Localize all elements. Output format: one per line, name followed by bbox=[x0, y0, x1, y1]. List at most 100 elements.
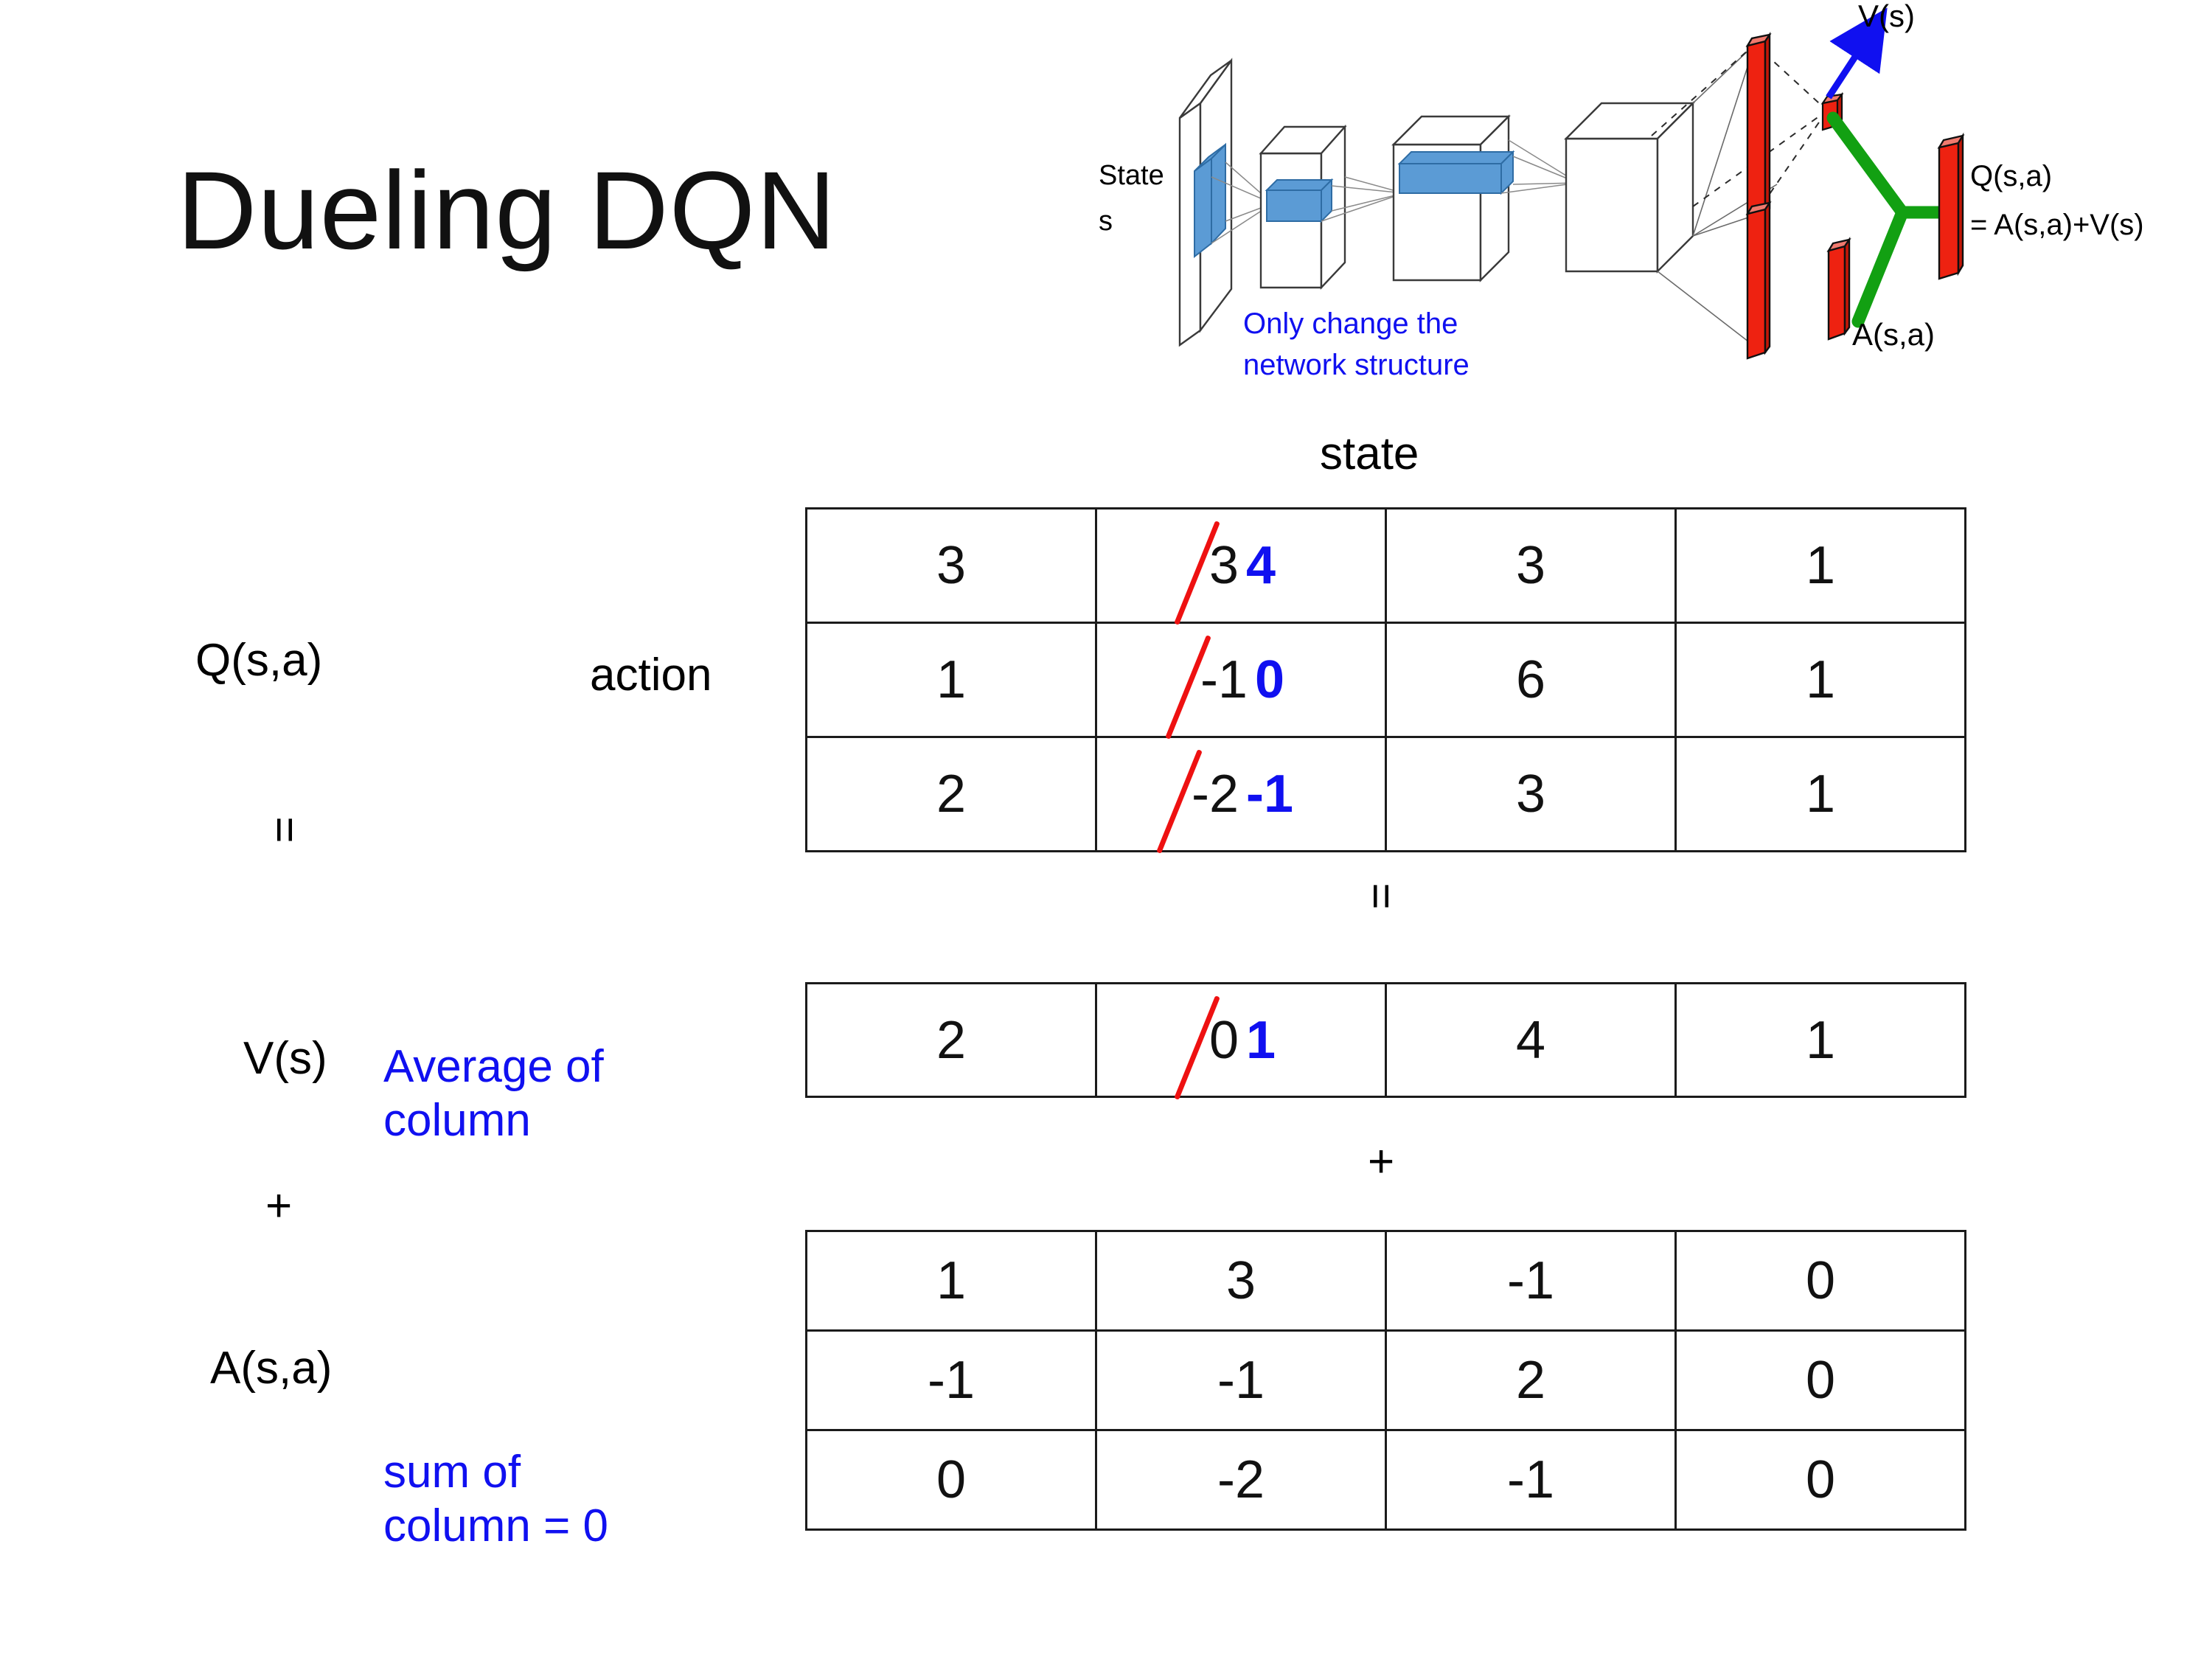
cell-value: 0 bbox=[1805, 1351, 1836, 1410]
cell-value: 2 bbox=[936, 765, 967, 824]
label-v-function: V(s) bbox=[243, 1033, 327, 1084]
conv-feature-2-shape bbox=[1397, 150, 1515, 195]
cell-value: 1 bbox=[936, 1251, 967, 1310]
conv-block-3-shape bbox=[1564, 101, 1695, 274]
operator-plus-left: + bbox=[265, 1180, 293, 1231]
input-plane-shape bbox=[1178, 58, 1233, 347]
table-cell: 3 bbox=[1385, 736, 1677, 852]
cell-value: 0 bbox=[1805, 1251, 1836, 1310]
note-average-of-column: Average of column bbox=[383, 1040, 604, 1147]
table-cell: -2 bbox=[1095, 1429, 1387, 1531]
old-value-struck: 0 bbox=[1206, 1010, 1242, 1071]
conv-feature-1-shape bbox=[1265, 178, 1334, 223]
cell-value: 2 bbox=[936, 1010, 967, 1070]
operator-equals-left: = bbox=[259, 816, 310, 844]
cell-value: 1 bbox=[1805, 536, 1836, 595]
axis-label-action: action bbox=[590, 650, 712, 700]
value-stream-bar-shape bbox=[1745, 32, 1772, 221]
cell-value: 1 bbox=[936, 650, 967, 709]
cell-value: 1 bbox=[1805, 765, 1836, 824]
table-cell: 4 bbox=[1385, 982, 1677, 1098]
table-cell: 3 bbox=[1095, 1230, 1387, 1332]
table-cell: 1 bbox=[1674, 622, 1966, 738]
cell-value: 0 bbox=[1805, 1450, 1836, 1509]
table-cell: -1 bbox=[1385, 1230, 1677, 1332]
new-value: 1 bbox=[1246, 1010, 1276, 1070]
cell-value: -1 bbox=[927, 1351, 975, 1410]
input-patch-shape bbox=[1194, 142, 1226, 259]
cell-value: -1 bbox=[1217, 1351, 1265, 1410]
merge-green-lines bbox=[1826, 111, 1961, 328]
table-cell: -1 bbox=[1385, 1429, 1677, 1531]
cell-value: 3 bbox=[1225, 1251, 1256, 1310]
dueling-network-diagram: State s Only change the network structur… bbox=[1091, 0, 2212, 413]
note-average-line2: column bbox=[383, 1095, 531, 1147]
operator-plus-mid: + bbox=[1368, 1136, 1395, 1187]
only-change-note-line1: Only change the bbox=[1243, 307, 1458, 340]
table-cell: 1 bbox=[1674, 507, 1966, 624]
table-cell: -2-1 bbox=[1095, 736, 1387, 852]
conv-block-2-shape bbox=[1391, 114, 1511, 282]
label-a-function: A(s,a) bbox=[210, 1343, 333, 1394]
state-caption-line1: State bbox=[1099, 160, 1164, 191]
table-row: 1 3 -1 0 bbox=[805, 1230, 1966, 1332]
v-output-caption: V(s) bbox=[1858, 0, 1915, 33]
table-row: 2 -2-1 3 1 bbox=[805, 736, 1966, 852]
state-caption-line2: s bbox=[1099, 206, 1113, 237]
table-cell: 0 bbox=[1674, 1230, 1966, 1332]
q-output-caption-line1: Q(s,a) bbox=[1970, 160, 2052, 192]
a-output-caption: A(s,a) bbox=[1852, 317, 1935, 352]
note-average-line1: Average of bbox=[383, 1041, 604, 1092]
table-cell: 1 bbox=[805, 622, 1097, 738]
cell-value: 3 bbox=[936, 536, 967, 595]
cell-value: -2 bbox=[1217, 1450, 1265, 1509]
table-cell: 6 bbox=[1385, 622, 1677, 738]
edited-cell: -2-1 bbox=[1189, 764, 1293, 824]
note-sum-line2: column = 0 bbox=[383, 1500, 609, 1552]
table-cell: 1 bbox=[1674, 982, 1966, 1098]
old-value-struck: -2 bbox=[1189, 764, 1242, 824]
note-sum-of-column: sum of column = 0 bbox=[383, 1445, 608, 1553]
table-cell: -1 bbox=[1095, 1329, 1387, 1431]
table-cell: 2 bbox=[805, 736, 1097, 852]
cell-value: -1 bbox=[1506, 1251, 1555, 1310]
table-cell: 0 bbox=[1674, 1429, 1966, 1531]
value-arrow bbox=[1826, 7, 1888, 100]
axis-label-state: state bbox=[1320, 428, 1419, 479]
cell-value: 1 bbox=[1805, 1010, 1836, 1070]
only-change-note-line2: network structure bbox=[1243, 349, 1470, 381]
table-cell: 3 bbox=[1385, 507, 1677, 624]
cell-value: -1 bbox=[1506, 1450, 1555, 1509]
cell-value: 3 bbox=[1515, 536, 1546, 595]
new-value: -1 bbox=[1246, 765, 1294, 824]
q-output-bar-shape bbox=[1937, 132, 1965, 280]
a-table-body: 1 3 -1 0 -1 -1 2 0 0 -2 -1 0 bbox=[805, 1230, 1966, 1531]
a-value-table: 1 3 -1 0 -1 -1 2 0 0 -2 -1 0 bbox=[805, 1230, 1966, 1531]
advantage-output-bar-shape bbox=[1826, 237, 1851, 341]
note-sum-line1: sum of bbox=[383, 1447, 521, 1498]
label-q-function: Q(s,a) bbox=[195, 635, 323, 686]
table-cell: 1 bbox=[805, 1230, 1097, 1332]
operator-equals-mid: = bbox=[1355, 883, 1407, 910]
table-cell: 3 bbox=[805, 507, 1097, 624]
page-title: Dueling DQN bbox=[177, 148, 837, 272]
table-cell: 0 bbox=[1674, 1329, 1966, 1431]
table-cell: 2 bbox=[1385, 1329, 1677, 1431]
cell-value: 1 bbox=[1805, 650, 1836, 709]
new-value: 0 bbox=[1254, 650, 1285, 709]
cell-value: 4 bbox=[1515, 1010, 1546, 1070]
new-value: 4 bbox=[1246, 536, 1276, 595]
table-cell: 0 bbox=[805, 1429, 1097, 1531]
advantage-stream-bar-shape bbox=[1745, 200, 1772, 360]
